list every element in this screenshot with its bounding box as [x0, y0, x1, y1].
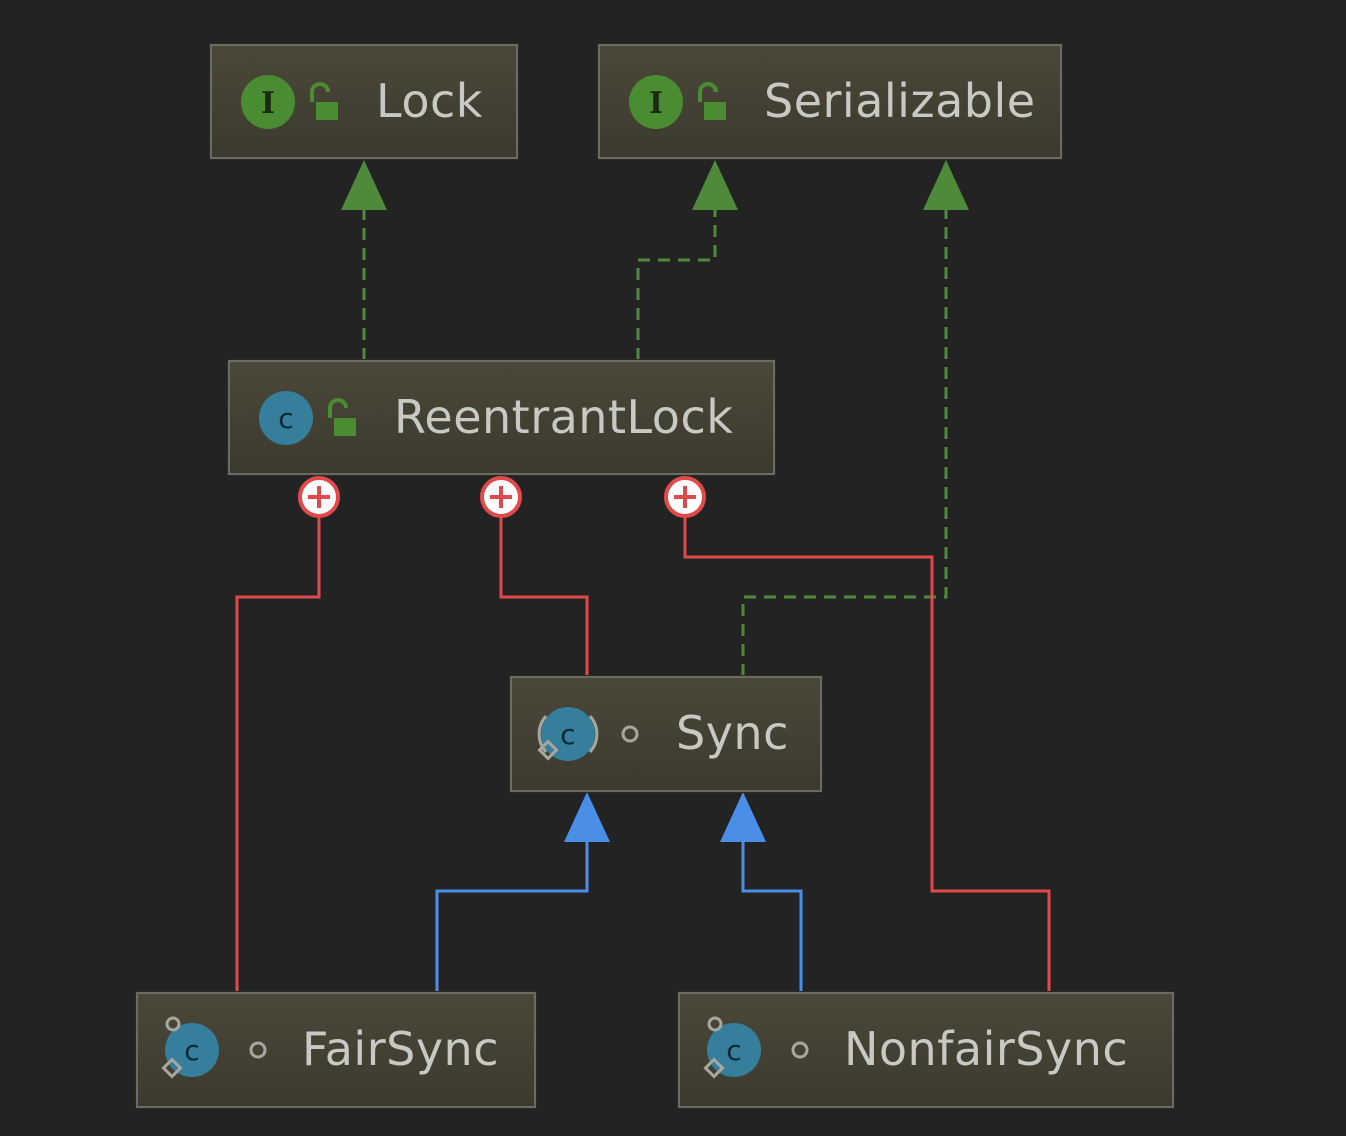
svg-text:I: I	[649, 86, 663, 121]
public-lock-icon	[310, 82, 338, 120]
svg-text:c: c	[560, 718, 575, 751]
svg-text:c: c	[278, 402, 293, 435]
node-nonfairsync[interactable]: c NonfairSync	[678, 992, 1174, 1108]
class-icon: c	[259, 391, 356, 445]
node-fairsync[interactable]: c FairSync	[136, 992, 536, 1108]
node-sync[interactable]: c Sync	[510, 676, 822, 792]
edge-reentrantlock-inner-nonfairsync	[664, 476, 1051, 992]
node-serializable[interactable]: I Serializable	[598, 44, 1062, 159]
edge-sync-implements-serializable	[741, 160, 969, 676]
node-lock-label: Lock	[376, 74, 483, 128]
edge-reentrantlock-inner-fairsync	[235, 476, 340, 992]
abstract-class-icon: c	[537, 707, 639, 761]
edge-fairsync-extends-sync	[435, 792, 610, 992]
node-sync-label: Sync	[676, 706, 789, 760]
public-lock-icon	[328, 398, 356, 436]
public-lock-icon	[698, 82, 726, 120]
edge-reentrantlock-inner-sync	[480, 476, 589, 676]
static-final-class-icon: c	[161, 1016, 267, 1079]
svg-text:I: I	[261, 86, 275, 121]
package-private-dot-icon	[621, 725, 639, 743]
edge-reentrantlock-implements-serializable	[636, 160, 738, 360]
node-reentrantlock[interactable]: c ReentrantLock	[228, 360, 775, 475]
package-private-dot-icon	[249, 1041, 267, 1059]
node-serializable-label: Serializable	[764, 74, 1036, 128]
edge-reentrantlock-implements-lock	[341, 160, 387, 360]
node-fairsync-label: FairSync	[302, 1022, 499, 1076]
package-private-dot-icon	[791, 1041, 809, 1059]
svg-text:c: c	[184, 1034, 199, 1067]
node-lock[interactable]: I Lock	[210, 44, 518, 159]
static-final-class-icon: c	[703, 1016, 809, 1079]
svg-text:c: c	[726, 1034, 741, 1067]
interface-icon: I	[629, 75, 726, 129]
node-reentrantlock-label: ReentrantLock	[394, 390, 734, 444]
edge-nonfairsync-extends-sync	[720, 792, 803, 992]
node-nonfairsync-label: NonfairSync	[844, 1022, 1129, 1076]
interface-icon: I	[241, 75, 338, 129]
